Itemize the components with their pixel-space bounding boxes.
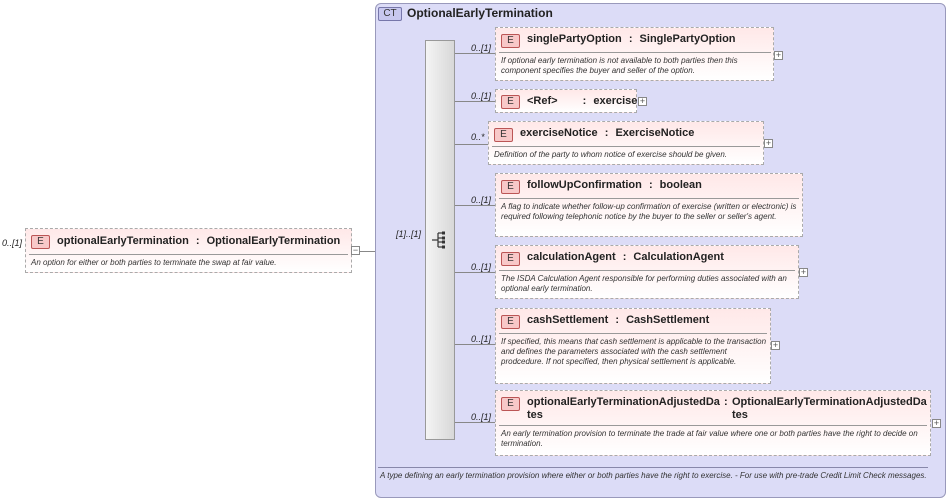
- sequence-compositor-bar: [425, 40, 455, 440]
- element-type: ExerciseNotice: [615, 127, 695, 139]
- complex-type-description: A type defining an early termination pro…: [380, 471, 927, 480]
- child-connector-line: [455, 205, 495, 206]
- element-name: followUpConfirmation: [527, 179, 642, 191]
- element-badge: E: [501, 95, 520, 109]
- element-description: An early termination provision to termin…: [501, 429, 918, 448]
- complex-type-divider: [378, 467, 928, 468]
- type-separator: :: [628, 33, 633, 45]
- child-multiplicity: 0..[1]: [471, 262, 492, 272]
- child-element-title: singlePartyOption : SinglePartyOption: [527, 33, 736, 46]
- element-type: exercise: [593, 95, 638, 107]
- sequence-icon[interactable]: [429, 229, 451, 251]
- child-element-single-party-option[interactable]: E singlePartyOption : SinglePartyOption …: [495, 27, 774, 81]
- child-element-exercise-ref[interactable]: E <Ref> : exercise: [495, 89, 637, 113]
- type-separator: :: [724, 396, 728, 408]
- child-element-title: calculationAgent : CalculationAgent: [527, 251, 724, 264]
- element-name: cashSettlement: [527, 314, 609, 326]
- child-multiplicity: 0..[1]: [471, 412, 492, 422]
- element-description: The ISDA Calculation Agent responsible f…: [501, 274, 787, 293]
- child-element-calculation-agent[interactable]: E calculationAgent : CalculationAgent Th…: [495, 245, 799, 299]
- element-badge: E: [501, 180, 520, 194]
- element-divider: [29, 254, 348, 255]
- root-element-name: optionalEarlyTermination : OptionalEarly…: [57, 235, 340, 248]
- child-multiplicity: 0..[1]: [471, 195, 492, 205]
- child-connector-line: [455, 144, 488, 145]
- element-badge: E: [494, 128, 513, 142]
- element-description: If optional early termination is not ava…: [501, 56, 738, 75]
- element-divider: [499, 198, 799, 199]
- child-connector-line: [455, 344, 495, 345]
- expand-button[interactable]: +: [638, 96, 647, 106]
- type-separator: :: [604, 127, 609, 139]
- collapse-button[interactable]: −: [351, 245, 360, 255]
- element-type: SinglePartyOption: [639, 33, 736, 45]
- complex-type-title: OptionalEarlyTermination: [407, 6, 553, 20]
- element-type: CashSettlement: [626, 314, 710, 326]
- root-multiplicity: 0..[1]: [2, 238, 23, 248]
- root-connector-line: [360, 251, 375, 252]
- child-multiplicity: 0..[1]: [471, 91, 492, 101]
- element-badge: E: [501, 315, 520, 329]
- child-connector-line: [455, 422, 495, 423]
- element-divider: [492, 146, 760, 147]
- type-separator: :: [615, 314, 620, 326]
- complex-type-badge: CT: [378, 7, 402, 21]
- element-badge: E: [501, 397, 520, 411]
- element-description: If specified, this means that cash settl…: [501, 337, 767, 366]
- child-element-title: <Ref> : exercise: [527, 95, 637, 108]
- element-divider: [499, 333, 767, 334]
- element-name: calculationAgent: [527, 251, 616, 263]
- element-badge: E: [501, 34, 520, 48]
- child-element-exercise-notice[interactable]: E exerciseNotice : ExerciseNotice Defini…: [488, 121, 764, 165]
- element-type: OptionalEarlyTermination: [206, 235, 341, 247]
- element-name: optionalEarlyTerminationAdjustedDates: [527, 396, 720, 421]
- type-separator: :: [648, 179, 653, 191]
- element-name: exerciseNotice: [520, 127, 598, 139]
- child-element-follow-up-confirmation[interactable]: E followUpConfirmation : boolean A flag …: [495, 173, 803, 237]
- child-element-title: exerciseNotice : ExerciseNotice: [520, 127, 694, 140]
- type-separator: :: [582, 95, 587, 107]
- expand-button[interactable]: +: [771, 340, 780, 350]
- child-element-optional-early-termination-adjusted-dates[interactable]: E optionalEarlyTerminationAdjustedDates …: [495, 390, 931, 456]
- child-element-title: followUpConfirmation : boolean: [527, 179, 702, 192]
- expand-button[interactable]: +: [774, 50, 783, 60]
- element-type: OptionalEarlyTerminationAdjustedDates: [732, 396, 927, 421]
- element-badge: E: [31, 235, 50, 249]
- sequence-multiplicity: [1]..[1]: [396, 229, 422, 239]
- element-type: boolean: [659, 179, 702, 191]
- element-name: optionalEarlyTermination: [57, 235, 189, 247]
- child-multiplicity: 0..*: [471, 132, 485, 142]
- child-multiplicity: 0..[1]: [471, 43, 492, 53]
- element-badge: E: [501, 252, 520, 266]
- child-element-cash-settlement[interactable]: E cashSettlement : CashSettlement If spe…: [495, 308, 771, 384]
- type-separator: :: [622, 251, 627, 263]
- root-element-box[interactable]: E optionalEarlyTermination : OptionalEar…: [25, 228, 352, 273]
- type-separator: :: [195, 235, 200, 247]
- element-type: CalculationAgent: [633, 251, 724, 263]
- expand-button[interactable]: +: [764, 138, 773, 148]
- child-element-title: cashSettlement : CashSettlement: [527, 314, 709, 327]
- element-description: A flag to indicate whether follow-up con…: [501, 202, 797, 221]
- expand-button[interactable]: +: [799, 267, 808, 277]
- element-name: singlePartyOption: [527, 33, 622, 45]
- element-divider: [499, 270, 795, 271]
- child-connector-line: [455, 272, 495, 273]
- child-multiplicity: 0..[1]: [471, 334, 492, 344]
- child-connector-line: [455, 53, 495, 54]
- child-connector-line: [455, 101, 495, 102]
- element-description: Definition of the party to whom notice o…: [494, 150, 728, 159]
- element-divider: [499, 52, 771, 53]
- element-description: An option for either or both parties to …: [31, 258, 277, 267]
- expand-button[interactable]: +: [932, 418, 941, 428]
- element-name: <Ref>: [527, 95, 558, 107]
- element-divider: [499, 425, 927, 426]
